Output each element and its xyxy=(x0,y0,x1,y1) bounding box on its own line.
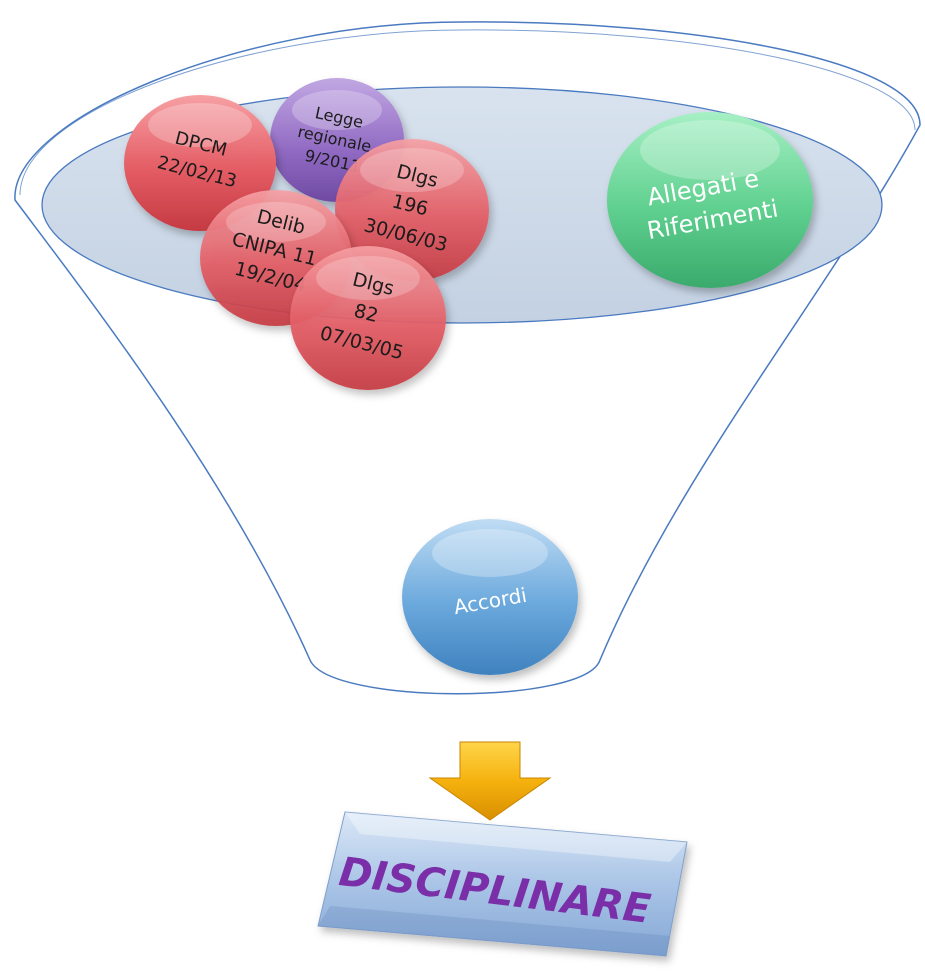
circle-accordi: Accordi xyxy=(402,519,578,675)
circle-allegati: Allegati e Riferimenti xyxy=(607,112,813,288)
circle-dpcm: DPCM 22/02/13 xyxy=(124,95,276,231)
disciplinare-box: DISCIPLINARE xyxy=(317,811,688,957)
funnel-outline-inner xyxy=(19,29,916,196)
down-arrow-icon xyxy=(428,741,552,821)
circle-dlgs-82: Dlgs 82 07/03/05 xyxy=(290,246,446,390)
circle-legge-regionale: Legge regionale 9/2011 xyxy=(270,78,404,202)
funnel-outline xyxy=(14,21,921,695)
circle-dlgs-196: Dlgs 196 30/06/03 xyxy=(335,139,489,281)
